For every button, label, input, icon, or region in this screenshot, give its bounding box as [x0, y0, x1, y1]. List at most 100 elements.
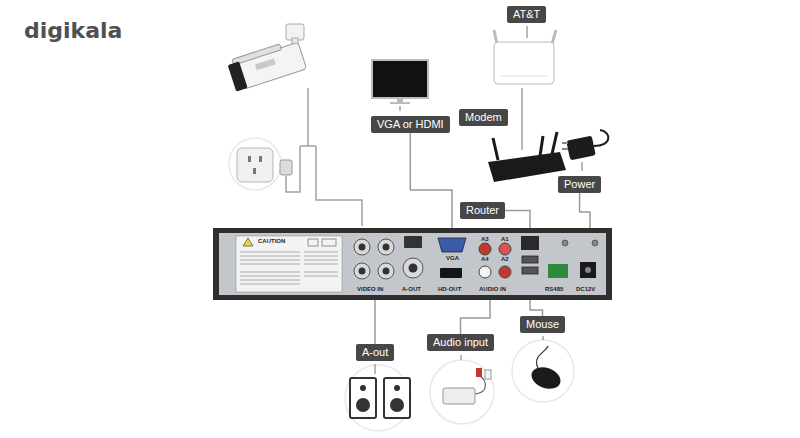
- dvr-panel: [592, 240, 598, 246]
- leader-line: [521, 88, 523, 150]
- speaker-icon: [384, 378, 410, 418]
- microphone-icon: [475, 376, 485, 394]
- dvr-panel: [359, 268, 366, 275]
- dvr-panel: [240, 276, 300, 277]
- port-label: A4: [481, 256, 489, 263]
- dvr-panel: [240, 260, 300, 261]
- cable-connector: [580, 193, 590, 228]
- cable-connector: [505, 211, 530, 229]
- leader-line: [375, 26, 582, 374]
- label-text: Modem: [465, 111, 502, 123]
- device-label: VGA or HDMI: [371, 116, 450, 133]
- dvr-panel: [585, 267, 591, 273]
- leader-line: [581, 162, 583, 171]
- device-label: Power: [558, 176, 601, 193]
- dvr-panel: [438, 238, 466, 252]
- leader-line: [374, 364, 376, 374]
- leader-line: [460, 355, 462, 360]
- dvr-panel: [359, 236, 423, 275]
- cable-connector: [530, 300, 543, 316]
- dvr-panel: [219, 233, 606, 295]
- port-label: A-OUT: [402, 286, 421, 293]
- leader-line: [526, 26, 528, 38]
- device-label: A-out: [356, 344, 394, 361]
- dvr-panel: [499, 266, 511, 278]
- dvr-panel: [243, 238, 253, 246]
- device-label: Audio input: [427, 334, 494, 351]
- device-label: Modem: [459, 109, 508, 126]
- label-text: VGA or HDMI: [377, 118, 444, 130]
- dvr-panel: [304, 260, 338, 261]
- label-text: Audio input: [433, 336, 488, 348]
- dvr-panel: [409, 264, 418, 273]
- monitor-icon: [390, 102, 410, 104]
- mouse-icon: [537, 346, 548, 368]
- backdrop-circle: [512, 340, 574, 402]
- power-adapter: [566, 136, 596, 161]
- dvr-panel: [304, 264, 338, 265]
- backdrop-circle: [229, 138, 281, 190]
- microphone-icon: [443, 388, 475, 404]
- wall-socket: [253, 168, 256, 174]
- mouse-icon: [528, 363, 563, 392]
- dvr-panel: [304, 252, 338, 253]
- camera-icon: [228, 61, 248, 91]
- dvr-panel: [240, 256, 300, 257]
- speaker-icon: [390, 398, 404, 412]
- power-adapter: [594, 130, 608, 146]
- port-label: VIDEO IN: [357, 286, 383, 293]
- port-label: A2: [501, 256, 509, 263]
- dvr-panel: [404, 236, 422, 248]
- dvr-panel: [240, 252, 338, 284]
- dvr-panel: [240, 252, 300, 253]
- dvr-panel: [383, 244, 390, 251]
- power-adapter: [562, 130, 608, 160]
- modem-icon: [494, 42, 554, 84]
- port-label: HD-OUT: [438, 286, 461, 293]
- monitor-icon: [372, 60, 428, 104]
- dvr-panel: [213, 228, 612, 300]
- power-adapter: [562, 148, 568, 150]
- speaker-icon: [350, 378, 410, 418]
- dvr-panel: [354, 263, 370, 279]
- device-label: AT&T: [507, 6, 546, 23]
- dvr-panel: [240, 272, 300, 273]
- wall-socket: [248, 156, 251, 162]
- label-text: A-out: [362, 346, 388, 358]
- modem-icon: [494, 30, 556, 84]
- label-text: Mouse: [526, 318, 559, 330]
- dvr-panel: [213, 228, 612, 300]
- dvr-panel: [304, 256, 338, 257]
- dvr-panel: [499, 243, 511, 255]
- port-label: DC12V: [576, 286, 595, 293]
- dvr-panel: [236, 236, 342, 292]
- router-icon: [540, 136, 543, 156]
- dvr-panel: [440, 268, 462, 278]
- dvr-panel: [240, 264, 300, 265]
- speaker-icon: [394, 385, 400, 391]
- dvr-panel: [522, 267, 538, 274]
- leader-line: [399, 106, 401, 111]
- router-icon: [552, 132, 557, 154]
- watermark: digikala: [24, 18, 122, 43]
- camera-icon: [226, 38, 306, 91]
- router-icon: [488, 132, 566, 182]
- port-label: VGA: [446, 255, 459, 262]
- speaker-icon: [360, 385, 366, 391]
- dvr-panel: [240, 284, 300, 285]
- dvr-back-panel: CAUTIONVIDEO INA-OUTVGAHD-OUTA3A1A4A2AUD…: [213, 228, 612, 300]
- dvr-panel: [383, 268, 390, 275]
- dvr-panel: [354, 239, 370, 255]
- cable-connector: [374, 300, 376, 344]
- wall-socket: [237, 148, 273, 182]
- wall-socket: [237, 148, 292, 182]
- dvr-panel: [479, 243, 491, 255]
- camera-cable: [307, 88, 309, 146]
- dvr-panel: [322, 239, 336, 246]
- dvr-panel: [359, 244, 366, 251]
- label-text: Power: [564, 178, 595, 190]
- speaker-icon: [356, 398, 370, 412]
- microphone-icon: [485, 370, 491, 379]
